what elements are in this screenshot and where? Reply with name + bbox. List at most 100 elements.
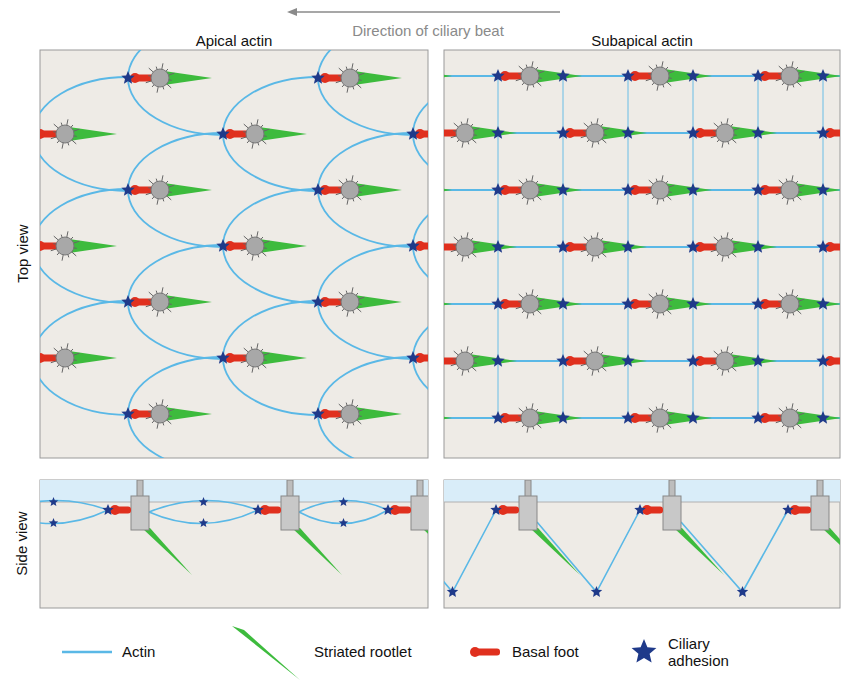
striated-rootlet xyxy=(599,126,647,140)
subapical-actin-link xyxy=(628,190,629,247)
striated-rootlet xyxy=(729,354,777,368)
ciliary-adhesion xyxy=(816,69,829,82)
basal-body xyxy=(651,409,669,427)
striated-rootlet xyxy=(794,411,840,425)
ciliary-adhesion xyxy=(751,240,764,253)
ciliary-adhesion xyxy=(621,183,634,196)
striated-rootlet xyxy=(69,127,117,141)
ciliary-adhesion xyxy=(216,351,229,364)
ciliary-adhesion xyxy=(686,411,699,424)
apical-actin xyxy=(318,50,413,135)
ciliary-adhesion xyxy=(751,183,764,196)
striated-rootlet xyxy=(444,183,452,197)
apical-actin xyxy=(40,77,128,191)
striated-rootlet xyxy=(354,407,402,421)
basal-body xyxy=(341,181,359,199)
basal-body xyxy=(246,237,264,255)
basal-body xyxy=(811,496,829,530)
ciliary-adhesion xyxy=(686,126,699,139)
basal-body xyxy=(586,238,604,256)
ciliary-adhesion xyxy=(311,295,324,308)
basal-body xyxy=(521,409,539,427)
subapical-actin-link xyxy=(693,190,694,247)
basal-body xyxy=(651,181,669,199)
ciliary-adhesion xyxy=(816,297,829,310)
striated-rootlet xyxy=(794,69,840,83)
ciliary-adhesion xyxy=(121,71,134,84)
subapical-actin-link xyxy=(563,304,564,361)
subapical-actin-link xyxy=(823,76,824,133)
basal-body xyxy=(246,125,264,143)
ciliary-layer xyxy=(40,480,428,502)
subapical-actin xyxy=(444,510,496,592)
basal-body xyxy=(716,124,734,142)
ciliary-adhesion xyxy=(632,639,657,663)
basal-body xyxy=(781,409,799,427)
basal-body xyxy=(521,67,539,85)
ciliary-adhesion xyxy=(816,126,829,139)
subapical-actin-link xyxy=(498,133,499,190)
striated-rootlet xyxy=(142,528,192,575)
top-apical-panel xyxy=(40,50,428,458)
striated-rootlet xyxy=(469,240,517,254)
striated-rootlet xyxy=(530,528,580,575)
subapical-actin-link xyxy=(758,304,759,361)
subapical-actin-link xyxy=(628,304,629,361)
basal-foot-tip xyxy=(444,356,445,366)
ciliary-adhesion xyxy=(102,504,113,515)
apical-membrane xyxy=(444,502,840,503)
striated-rootlet xyxy=(729,126,777,140)
ciliary-adhesion xyxy=(591,586,602,597)
subapical-actin-link xyxy=(563,247,564,304)
striated-rootlet xyxy=(259,351,307,365)
striated-rootlet xyxy=(674,528,724,575)
striated-rootlet xyxy=(69,351,117,365)
ciliary-adhesion xyxy=(556,354,569,367)
legend-text: Actin xyxy=(122,643,155,660)
beat-arrow xyxy=(295,11,560,13)
subapical-actin-link xyxy=(758,247,759,304)
ciliary-adhesion xyxy=(382,504,393,515)
basal-body xyxy=(456,352,474,370)
ciliary-adhesion xyxy=(491,297,504,310)
basal-foot-tip xyxy=(40,353,45,363)
subapical-actin-link xyxy=(693,247,694,304)
ciliary-adhesion xyxy=(816,183,829,196)
striated-rootlet xyxy=(664,297,712,311)
striated-rootlet xyxy=(444,69,452,83)
ciliary-adhesion xyxy=(491,183,504,196)
ciliary-adhesion xyxy=(199,497,209,506)
beat-direction-label: Direction of ciliary beat xyxy=(352,22,504,39)
ciliary-adhesion xyxy=(751,297,764,310)
ciliary-adhesion xyxy=(621,354,634,367)
subapical-actin-link xyxy=(758,76,759,133)
basal-body xyxy=(151,181,169,199)
apical-actin xyxy=(40,189,128,303)
subapical-actin-link xyxy=(758,133,759,190)
subapical-actin-link xyxy=(563,190,564,247)
ciliary-adhesion xyxy=(216,127,229,140)
basal-body xyxy=(131,496,149,530)
striated-rootlet xyxy=(354,71,402,85)
subapical-actin-link xyxy=(563,133,564,190)
ciliary-adhesion xyxy=(406,351,419,364)
subapical-actin-link xyxy=(693,76,694,133)
subapical-actin-link xyxy=(758,190,759,247)
ciliary-adhesion xyxy=(751,354,764,367)
subapical-actin xyxy=(681,510,788,592)
apical-actin xyxy=(128,50,223,135)
basal-body xyxy=(341,405,359,423)
striated-rootlet xyxy=(444,411,452,425)
striated-rootlet xyxy=(822,528,840,575)
basal-body xyxy=(781,295,799,313)
ciliary-adhesion xyxy=(339,518,349,527)
ciliary-adhesion xyxy=(621,240,634,253)
striated-rootlet xyxy=(534,297,582,311)
ciliary-adhesion xyxy=(686,354,699,367)
subapical-actin-link xyxy=(693,133,694,190)
row-heading: Side view xyxy=(13,512,30,576)
basal-body xyxy=(716,352,734,370)
basal-foot-tip xyxy=(40,241,45,251)
ciliary-adhesion xyxy=(751,69,764,82)
